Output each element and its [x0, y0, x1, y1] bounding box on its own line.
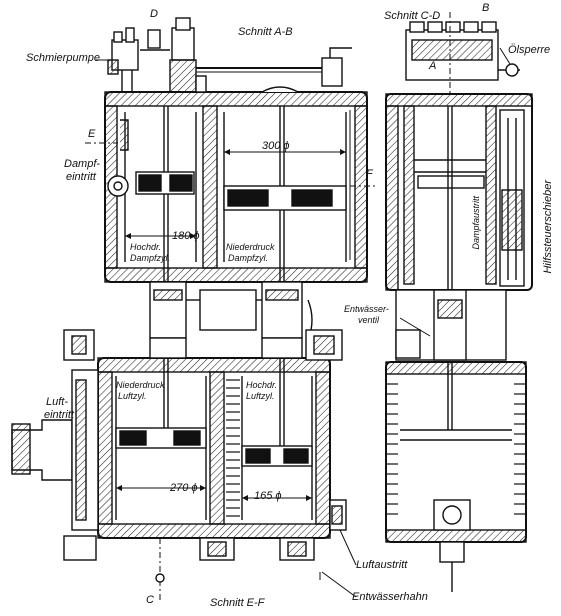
section-mark-b: B [482, 2, 490, 14]
valve-gear-top [169, 17, 352, 93]
label-steam-outlet: Dampfaustritt [471, 196, 481, 250]
section-mark-d: D [150, 8, 158, 20]
label-lubricator-pump: Schmierpumpe [26, 52, 100, 64]
steam-cylinder-section-ab [85, 91, 378, 290]
section-label-ef: Schnitt E-F [210, 597, 265, 609]
label-hp-air-2: Luftzyl. [246, 391, 275, 401]
dimension-300: 300 ϕ [262, 140, 290, 152]
section-mark-c: C [146, 594, 154, 606]
label-air-outlet: Luftaustritt [356, 559, 408, 571]
label-steam-inlet-1: Dampf- [64, 158, 101, 170]
leader-lines [95, 47, 511, 598]
section-mark-f: F [366, 168, 373, 180]
label-lp-steam-1: Niederdruck [226, 242, 275, 252]
section-mark-e: E [88, 128, 96, 140]
intermediate-frame [149, 281, 313, 341]
section-label-ab: Schnitt A-B [238, 26, 293, 38]
label-air-inlet-2: eintritt [44, 409, 74, 421]
label-hp-steam-2: Dampfzyl. [130, 253, 171, 263]
section-mark-a: A [429, 60, 437, 72]
label-drain-cock: Entwässerhahn [352, 591, 428, 603]
label-hp-air-1: Hochdr. [246, 380, 278, 390]
air-cylinder-section-ef [11, 329, 347, 600]
label-drain-valve-2: ventil [358, 315, 380, 325]
dimension-270: 270 ϕ [170, 482, 198, 494]
label-aux-slide-valve: Hilfssteuerschieber [542, 180, 554, 274]
label-oil-cutoff: Ölsperre [508, 44, 551, 56]
label-lp-air-1: Niederdruck [116, 380, 165, 390]
label-hp-steam-1: Hochdr. [130, 242, 162, 252]
lubricator-pump [107, 27, 170, 92]
side-section-cd [385, 12, 533, 592]
label-air-inlet-1: Luft- [46, 396, 69, 408]
section-label-cd: Schnitt C-D [384, 10, 441, 22]
label-lp-steam-2: Dampfzyl. [228, 253, 269, 263]
dimension-165: 165 ϕ [254, 490, 282, 502]
label-lp-air-2: Luftzyl. [118, 391, 147, 401]
label-steam-inlet-2: eintritt [66, 171, 96, 183]
label-drain-valve-1: Entwässer- [344, 304, 389, 314]
dimension-180: 180 ϕ [172, 230, 200, 242]
